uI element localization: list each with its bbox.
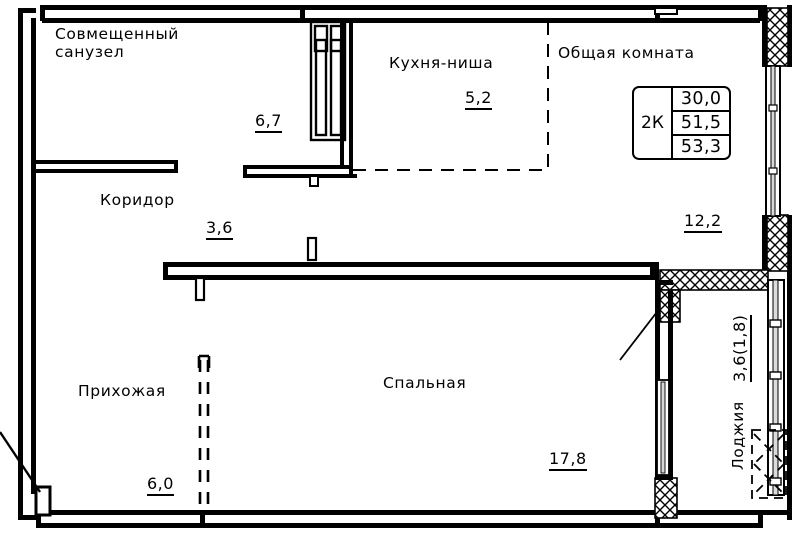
room-area-bathroom: 6,7: [255, 111, 282, 134]
room-area-kitchen: 5,2: [465, 88, 492, 111]
room-label-kitchen: Кухня-ниша: [389, 54, 494, 72]
apartment-summary-table: 2К 30,0 51,5 53,3: [632, 86, 732, 160]
hatched-walls: [654, 7, 789, 519]
summary-value-total-area: 53,3: [680, 137, 722, 157]
kitchen-niche-dashed-boundary: [353, 22, 549, 171]
summary-unit-type: 2К: [634, 88, 673, 158]
room-label-bedroom: Спальная: [383, 374, 467, 392]
loggia-railing-symbol: [751, 429, 787, 499]
wardrobe-sliding-doors: [309, 20, 347, 142]
room-label-loggia: Лоджия: [729, 401, 747, 470]
room-label-hall: Прихожая: [78, 382, 166, 400]
room-area-living: 12,2: [684, 211, 722, 234]
leader-line: [619, 307, 661, 361]
room-area-hall: 6,0: [147, 474, 174, 497]
hall-partition-cap: [197, 354, 211, 368]
entry-door: [0, 431, 52, 517]
top-wall-vent: [654, 7, 678, 15]
balcony-door: [656, 379, 670, 476]
room-label-bathroom-line2: санузел: [55, 42, 125, 61]
room-label-bathroom: Совмещенный санузел: [55, 25, 179, 62]
window-loggia: [767, 279, 785, 496]
room-label-corridor: Коридор: [100, 191, 175, 209]
room-label-living: Общая комната: [558, 44, 695, 62]
room-area-corridor: 3,6: [206, 218, 233, 241]
window-living-room: [765, 65, 781, 217]
interior-walls: [36, 22, 673, 480]
room-area-bedroom: 17,8: [549, 449, 587, 472]
room-label-bathroom-line1: Совмещенный: [55, 25, 179, 43]
summary-value-rooms-area: 30,0: [672, 88, 730, 112]
hall-dashed-partition: [198, 360, 210, 512]
room-area-loggia: 3,6(1,8): [730, 314, 753, 382]
summary-values: 30,0 51,5 53,3: [672, 88, 730, 158]
summary-value-living-area: 51,5: [672, 112, 730, 136]
outer-walls: [18, 5, 792, 528]
